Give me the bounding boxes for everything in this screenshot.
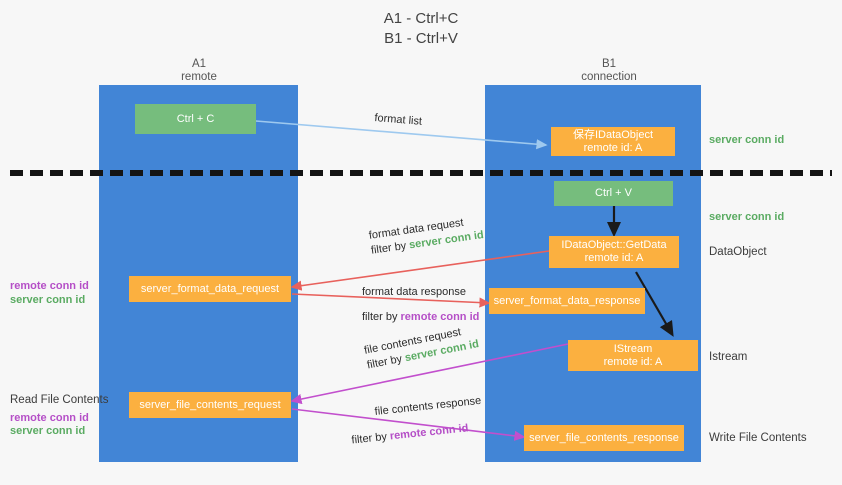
box-ctrl-v-label: Ctrl + V [595, 187, 632, 199]
label-dataobject: DataObject [709, 246, 767, 258]
edge-label-format-data-request: format data request filter by server con… [368, 213, 485, 259]
phase-separator [10, 170, 832, 176]
label-server-conn-id-top: server conn id [709, 134, 785, 146]
box-server-file-contents-request[interactable]: server_file_contents_request [129, 392, 291, 418]
box-server-format-data-response[interactable]: server_format_data_response [489, 288, 645, 314]
edge-label-format-list: format list [373, 111, 423, 128]
box-idataobject-getdata-line2: remote id: A [584, 252, 644, 264]
box-idataobject-getdata-line1: IDataObject::GetData [561, 239, 667, 251]
edge-label-file-contents-response-line2: filter by remote conn id [351, 420, 485, 449]
box-server-format-data-response-label: server_format_data_response [493, 294, 641, 307]
box-ctrl-c-label: Ctrl + C [176, 112, 215, 125]
column-b1-sub: connection [581, 71, 637, 83]
title-line-1: A1 - Ctrl+C [383, 10, 459, 27]
box-ctrl-v[interactable]: Ctrl + V [554, 181, 673, 206]
box-server-file-contents-response[interactable]: server_file_contents_response [524, 425, 684, 451]
diagram-title: A1 - Ctrl+C B1 - Ctrl+V [0, 9, 842, 49]
box-server-format-data-request[interactable]: server_format_data_request [129, 276, 291, 302]
label-server-conn-id-2: server conn id [10, 425, 86, 437]
box-istream-line2: remote id: A [603, 355, 663, 368]
edge-label-format-data-response-line1: format data response [362, 286, 466, 298]
box-ctrl-c[interactable]: Ctrl + C [135, 104, 256, 134]
edge-label-file-contents-response-line1: file contents response [374, 394, 482, 418]
box-server-file-contents-response-label: server_file_contents_response [529, 431, 679, 444]
edge-filter-key-remote-conn-id-1: remote conn id [400, 311, 480, 323]
box-save-idataobject[interactable]: 保存IDataObject remote id: A [551, 127, 675, 156]
label-remote-conn-id-1: remote conn id [10, 280, 89, 292]
edge-filter-prefix-2: filter by [362, 311, 401, 323]
box-save-idataobject-line2: remote id: A [583, 141, 643, 154]
label-remote-conn-id-2: remote conn id [10, 412, 89, 424]
box-istream-line1: IStream [613, 342, 653, 355]
label-server-conn-id-mid: server conn id [709, 211, 785, 223]
edge-filter-key-remote-conn-id-2: remote conn id [389, 422, 469, 443]
column-b1-name: B1 [601, 58, 617, 70]
edge-label-format-data-response: format data response filter by remote co… [362, 285, 479, 325]
box-save-idataobject-line1: 保存IDataObject [572, 128, 654, 141]
label-read-file-contents: Read File Contents [10, 394, 109, 406]
column-a1-name: A1 [191, 58, 207, 70]
box-server-file-contents-request-label: server_file_contents_request [139, 398, 281, 411]
title-line-2: B1 - Ctrl+V [384, 30, 458, 47]
edge-label-file-contents-request: file contents request filter by server c… [363, 322, 480, 373]
label-istream: Istream [709, 351, 748, 363]
edge-filter-prefix-1: filter by [370, 239, 411, 257]
box-server-format-data-request-label: server_format_data_request [140, 282, 280, 295]
box-idataobject-getdata[interactable]: IDataObject::GetData remote id: A [549, 236, 679, 268]
edge-label-format-data-response-line2: filter by remote conn id [362, 310, 479, 325]
label-write-file-contents: Write File Contents [709, 432, 807, 444]
box-istream[interactable]: IStream remote id: A [568, 340, 698, 371]
column-a1-sub: remote [181, 71, 217, 83]
edge-label-file-contents-response: file contents response filter by remote … [351, 394, 485, 447]
column-header-a1: A1 remote [139, 58, 259, 84]
label-server-conn-id-1: server conn id [10, 294, 86, 306]
edge-filter-prefix-4: filter by [350, 430, 391, 447]
column-header-b1: B1 connection [539, 58, 679, 84]
